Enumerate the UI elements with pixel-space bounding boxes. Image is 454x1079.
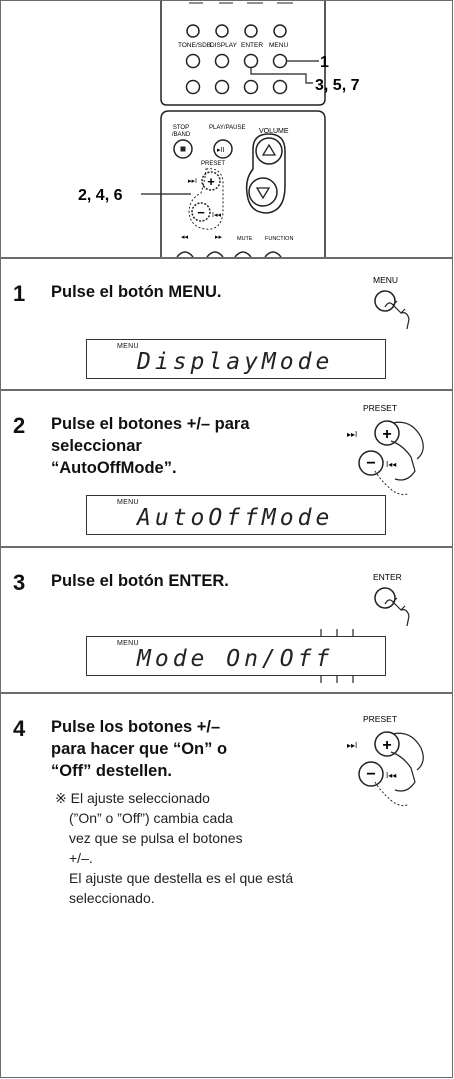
step-title: Pulse el botones +/– para seleccionar “A… (51, 413, 250, 479)
svg-text:−: − (366, 455, 375, 472)
svg-text:▸▸I: ▸▸I (188, 178, 197, 185)
step-note: ※ El ajuste seleccionado (”On” o ”Off”) … (55, 788, 293, 908)
svg-text:I◂◂: I◂◂ (386, 771, 396, 780)
svg-text:I◂◂: I◂◂ (212, 212, 221, 219)
step-title-line: Pulse los botones +/– (51, 718, 221, 736)
step-title-line: seleccionar (51, 437, 142, 455)
remote-label-function: FUNCTION (265, 236, 293, 242)
note-line: seleccionado. (69, 890, 155, 906)
step-title-line: para hacer que “On” o (51, 740, 228, 758)
step-title: Pulse el botón MENU. (51, 283, 222, 301)
remote-label-band: /BAND (172, 132, 191, 138)
step-title-line: “AutoOffMode”. (51, 459, 177, 477)
svg-text:▸▸I: ▸▸I (347, 430, 357, 439)
remote-label-tone: TONE/SDB (178, 42, 211, 49)
svg-text:PRESET: PRESET (363, 714, 397, 724)
note-line: (”On” o ”Off”) cambia cada (69, 810, 233, 826)
svg-text:▸II: ▸II (217, 147, 224, 154)
step-title-line: “Off” destellen. (51, 762, 173, 780)
lcd-text: Mode On/Off (137, 646, 334, 672)
remote-label-stop: STOP (173, 125, 189, 131)
note-line: ※ El ajuste seleccionado (55, 790, 210, 806)
svg-text:MENU: MENU (373, 275, 398, 285)
press-preset-icon: PRESET + − ▸▸I I◂◂ (347, 403, 424, 496)
remote-control-illustration: TONE/SDB DISPLAY ENTER MENU 1 3, 5, 7 ST… (78, 1, 360, 258)
svg-text:−: − (366, 766, 375, 783)
note-line: El ajuste que destella es el que está (69, 870, 294, 886)
callout-menu: 1 (320, 54, 329, 71)
lcd-menu-indicator: MENU (117, 499, 139, 506)
press-preset-icon: PRESET + − ▸▸I I◂◂ (347, 714, 424, 807)
note-line: +/–. (69, 850, 93, 866)
svg-text:I◂◂: I◂◂ (386, 460, 396, 469)
press-menu-icon: MENU (373, 275, 410, 330)
press-enter-icon: ENTER (373, 572, 410, 627)
svg-text:PRESET: PRESET (363, 403, 397, 413)
lcd-menu-indicator: MENU (117, 640, 139, 647)
step-4: 4 Pulse los botones +/– para hacer que “… (1, 694, 452, 1079)
svg-text:◂◂: ◂◂ (181, 234, 189, 241)
preset-plus-icon (201, 171, 221, 191)
step-title: Pulse los botones +/– para hacer que “On… (51, 716, 227, 782)
step-1: 1 Pulse el botón MENU. MENU MENU Display… (1, 259, 452, 391)
volume-down-icon (248, 177, 278, 207)
lcd-text: AutoOffMode (137, 505, 334, 531)
svg-text:▸▸I: ▸▸I (347, 741, 357, 750)
remote-label-enter: ENTER (241, 42, 263, 49)
remote-label-volume: VOLUME (259, 128, 289, 135)
step-title-line: Pulse el botones +/– para (51, 415, 250, 433)
lcd-display: MENU Mode On/Off (86, 629, 386, 683)
lcd-display: MENU AutoOffMode (86, 495, 386, 535)
preset-minus-icon (191, 202, 211, 222)
play-pause-button-icon (213, 139, 233, 159)
remote-label-mute: MUTE (237, 236, 253, 242)
lcd-menu-indicator: MENU (117, 343, 139, 350)
step-number: 3 (13, 570, 26, 595)
svg-text:−: − (197, 205, 205, 220)
svg-text:+: + (382, 737, 391, 754)
step-3: 3 Pulse el botón ENTER. ENTER MENU Mode … (1, 548, 452, 694)
step-title: Pulse el botón ENTER. (51, 572, 229, 590)
remote-label-menu: MENU (269, 42, 288, 49)
callout-preset: 2, 4, 6 (78, 187, 123, 204)
remote-label-display: DISPLAY (210, 42, 238, 49)
lcd-display: MENU DisplayMode (86, 339, 386, 379)
remote-label-play: PLAY/PAUSE (209, 125, 245, 131)
lcd-text: DisplayMode (137, 349, 334, 375)
volume-up-icon (255, 137, 283, 165)
blinking-indicator-icon (320, 629, 354, 683)
callout-enter: 3, 5, 7 (315, 77, 360, 94)
stop-button-icon (173, 139, 193, 159)
step-number: 4 (13, 716, 26, 741)
svg-text:+: + (207, 174, 215, 189)
svg-text:ENTER: ENTER (373, 572, 402, 582)
svg-text:▸▸: ▸▸ (215, 234, 223, 241)
step-number: 2 (13, 413, 26, 438)
remote-label-preset: PRESET (201, 161, 225, 167)
step-2: 2 Pulse el botones +/– para seleccionar … (1, 391, 452, 548)
svg-text:+: + (382, 426, 391, 443)
step-number: 1 (13, 281, 26, 306)
note-line: vez que se pulsa el botones (69, 830, 243, 846)
remote-illustration-section: TONE/SDB DISPLAY ENTER MENU 1 3, 5, 7 ST… (1, 1, 452, 259)
